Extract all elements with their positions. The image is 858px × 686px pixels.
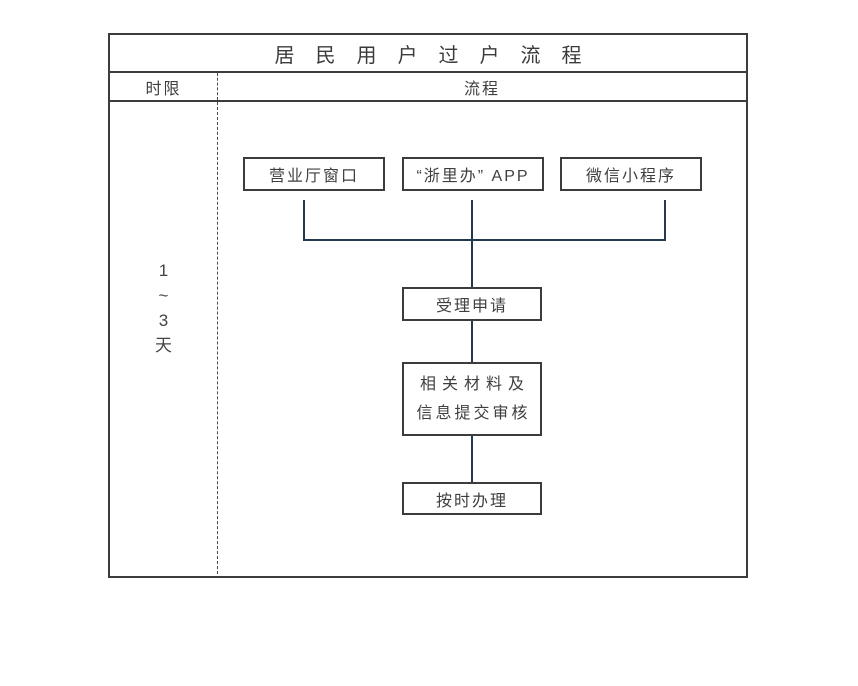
flow-node-label-line2: 信息提交审核	[416, 405, 531, 422]
time-limit-value: 1 ~ 3 天	[110, 258, 217, 358]
time-limit-line: ~	[158, 286, 169, 305]
flow-node-submit-review: 相关材料及 信息提交审核	[402, 362, 542, 436]
table-header-row: 时限 流程	[110, 73, 746, 102]
flow-node-wechat-miniprogram: 微信小程序	[560, 157, 702, 191]
flow-node-process-on-time: 按时办理	[402, 482, 542, 515]
time-limit-line: 1	[158, 261, 169, 280]
time-limit-line: 3	[158, 311, 169, 330]
flow-node-label: 营业厅窗口	[268, 168, 359, 185]
page-title: 居民用户过户流程	[274, 44, 603, 67]
column-header-process: 流程	[218, 73, 746, 100]
column-header-process-label: 流程	[463, 80, 500, 98]
table-body-row: 1 ~ 3 天 营业厅窗口 “浙里办” APP 微信小程序	[110, 102, 746, 574]
connector-stub-left	[303, 200, 305, 241]
flow-node-label-line1: 相关材料及	[419, 376, 530, 393]
connector-merge-bus	[303, 239, 666, 241]
process-column: 营业厅窗口 “浙里办” APP 微信小程序 受理申请	[218, 102, 746, 574]
connector-to-accept	[471, 239, 473, 289]
connector-stub-right	[664, 200, 666, 241]
time-limit-column: 1 ~ 3 天	[110, 102, 218, 574]
column-header-time-limit-label: 时限	[145, 80, 182, 98]
time-limit-line: 天	[155, 336, 172, 355]
flow-node-label: “浙里办” APP	[416, 168, 530, 185]
flow-node-label: 微信小程序	[585, 168, 676, 185]
flow-node-business-hall: 营业厅窗口	[243, 157, 385, 191]
connector-to-review	[471, 321, 473, 364]
flow-node-label: 受理申请	[435, 298, 508, 315]
title-row: 居民用户过户流程	[110, 35, 746, 73]
column-header-time-limit: 时限	[110, 73, 218, 100]
flow-node-accept-application: 受理申请	[402, 287, 542, 321]
flow-node-label: 按时办理	[435, 492, 508, 510]
flowchart-frame: 居民用户过户流程 时限 流程 1 ~ 3 天 营	[108, 33, 748, 578]
connector-stub-center	[471, 200, 473, 241]
connector-to-complete	[471, 436, 473, 484]
flow-node-zheliban-app: “浙里办” APP	[402, 157, 544, 191]
